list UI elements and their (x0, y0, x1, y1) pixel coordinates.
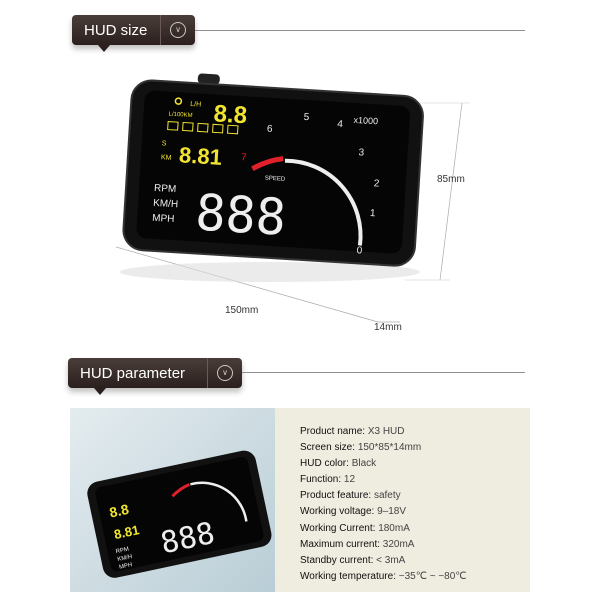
spec-label: Product name: (300, 426, 366, 437)
spec-label: Function: (300, 474, 342, 486)
gauge-number: 2 (373, 178, 380, 189)
spec-value: −35℃ ~ −80℃ (398, 570, 467, 582)
spec-value: 150*85*14mm (357, 442, 422, 454)
distance-unit: KM (161, 154, 172, 162)
spec-value: Black (351, 458, 377, 470)
section-title: HUD parameter (80, 364, 186, 382)
spec-label: Working Current: (300, 522, 376, 534)
spec-label: Screen size: (300, 442, 356, 454)
dimension-width-label: 150mm (225, 305, 259, 316)
gauge-number: 0 (356, 245, 363, 256)
fuel-unit: L/H (190, 101, 201, 109)
spec-row: Working temperature: −35℃ ~ −80℃ (300, 569, 467, 585)
divider (242, 372, 525, 373)
mid-digits: 8.81 (178, 142, 222, 170)
spec-value: 320mA (382, 538, 415, 550)
chevron-down-circle-icon: ∨ (217, 365, 233, 381)
dimension-height-label: 85mm (437, 174, 465, 185)
dimension-line-height (439, 102, 463, 281)
spec-row: HUD color: Black (300, 456, 467, 472)
spec-row: Working voltage: 9–18V (300, 504, 467, 520)
spec-row: Function: 12 (300, 472, 467, 488)
section-header-hud-size[interactable]: HUD size ∨ (72, 15, 195, 52)
chevron-down-circle-icon: ∨ (170, 22, 186, 38)
unit-label: RPM (154, 183, 177, 195)
spec-label: Product feature: (300, 490, 372, 502)
spec-label: Standby current: (300, 554, 374, 566)
spec-value: X3 HUD (367, 426, 405, 437)
section-toggle-button[interactable]: ∨ (207, 358, 242, 388)
gauge-number: 5 (303, 112, 310, 123)
spec-list: Product name: X3 HUD Screen size: 150*85… (300, 424, 467, 585)
spec-label: Working temperature: (300, 570, 396, 582)
gauge-number: 7 (241, 152, 248, 163)
dimension-line-width (115, 246, 379, 323)
hud-mount-knob (197, 73, 220, 85)
gauge-number: 6 (267, 124, 274, 135)
spec-row: Screen size: 150*85*14mm (300, 440, 467, 456)
spec-value: safety (373, 490, 401, 502)
gauge-number: 3 (358, 147, 365, 158)
svg-text:8.8: 8.8 (108, 501, 131, 521)
svg-text:MPH: MPH (119, 562, 133, 571)
parameter-panel: 8.8 8.81 888 RPM KM/H MPH Product name: … (70, 408, 530, 592)
spec-row: Maximum current: 320mA (300, 537, 467, 553)
hud-product-photo: 8.8 8.81 888 RPM KM/H MPH (70, 408, 275, 592)
header-pointer (98, 45, 110, 52)
header-pointer (94, 388, 106, 395)
rpm-multiplier: x1000 (353, 115, 378, 126)
spec-row: Product name: X3 HUD (300, 424, 467, 440)
svg-text:8.81: 8.81 (113, 522, 141, 542)
fuel-unit: L/100KM (168, 112, 192, 119)
spec-label: Working voltage: (300, 506, 375, 518)
unit-label: KM/H (153, 198, 179, 211)
gauge-number: 1 (370, 208, 377, 219)
spec-row: Product feature: safety (300, 488, 467, 504)
section-header-hud-parameter[interactable]: HUD parameter ∨ (68, 358, 242, 395)
dimension-depth-label: 14mm (374, 322, 402, 333)
spec-row: Working Current: 180mA (300, 521, 467, 537)
spec-row: Standby current: < 3mA (300, 553, 467, 569)
spec-value: 180mA (378, 522, 410, 534)
hud-device-image: 0 1 2 3 4 5 6 7 x1000 RPM KM/H MPH 888 S… (115, 73, 470, 323)
divider (195, 30, 525, 31)
gauge-number: 4 (337, 119, 344, 130)
svg-text:RPM: RPM (115, 547, 129, 556)
spec-value: 9–18V (377, 506, 406, 518)
speed-digits: 888 (194, 183, 288, 246)
svg-text:KM/H: KM/H (117, 554, 133, 563)
spec-label: Maximum current: (300, 538, 381, 550)
spec-label: HUD color: (300, 458, 349, 470)
section-toggle-button[interactable]: ∨ (160, 15, 195, 45)
distance-unit: S (162, 140, 167, 147)
spec-value: < 3mA (376, 554, 406, 566)
section-title: HUD size (84, 21, 148, 39)
unit-label: MPH (152, 213, 175, 225)
spec-value: 12 (343, 474, 356, 486)
speed-badge: SPEED (265, 176, 286, 183)
